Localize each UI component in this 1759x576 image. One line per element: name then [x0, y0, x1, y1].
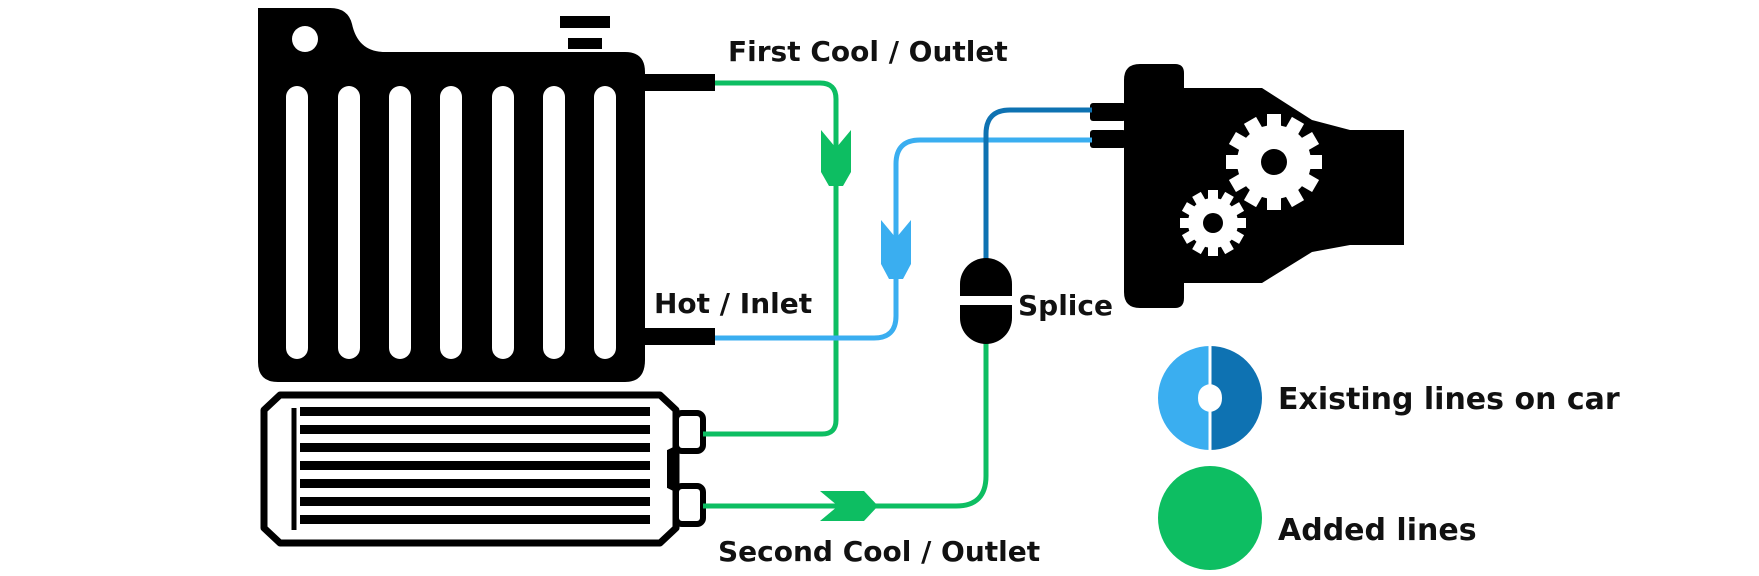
legend-added-icon — [1158, 466, 1262, 570]
label-hot-inlet: Hot / Inlet — [654, 287, 812, 320]
added-line-first-cool — [703, 80, 839, 437]
legend-existing-icon — [1158, 346, 1262, 450]
existing-line-return — [983, 107, 1092, 262]
radiator-icon — [258, 8, 715, 382]
label-second-cool: Second Cool / Outlet — [718, 535, 1040, 568]
legend-existing-label: Existing lines on car — [1278, 382, 1620, 417]
label-first-cool: First Cool / Outlet — [728, 35, 1008, 68]
label-splice: Splice — [1018, 289, 1113, 322]
legend-added-label: Added lines — [1278, 513, 1477, 548]
flow-arrow-green-right — [820, 491, 878, 521]
flow-arrow-green-down — [821, 130, 851, 186]
added-line-second-cool — [703, 340, 989, 509]
transmission-gears-icon — [1090, 64, 1404, 308]
splice-connector-icon — [957, 258, 1015, 344]
transmission-cooler-icon — [260, 391, 706, 547]
legend: Existing lines on car Added lines — [1158, 346, 1620, 570]
flow-arrow-blue-down — [881, 220, 911, 279]
